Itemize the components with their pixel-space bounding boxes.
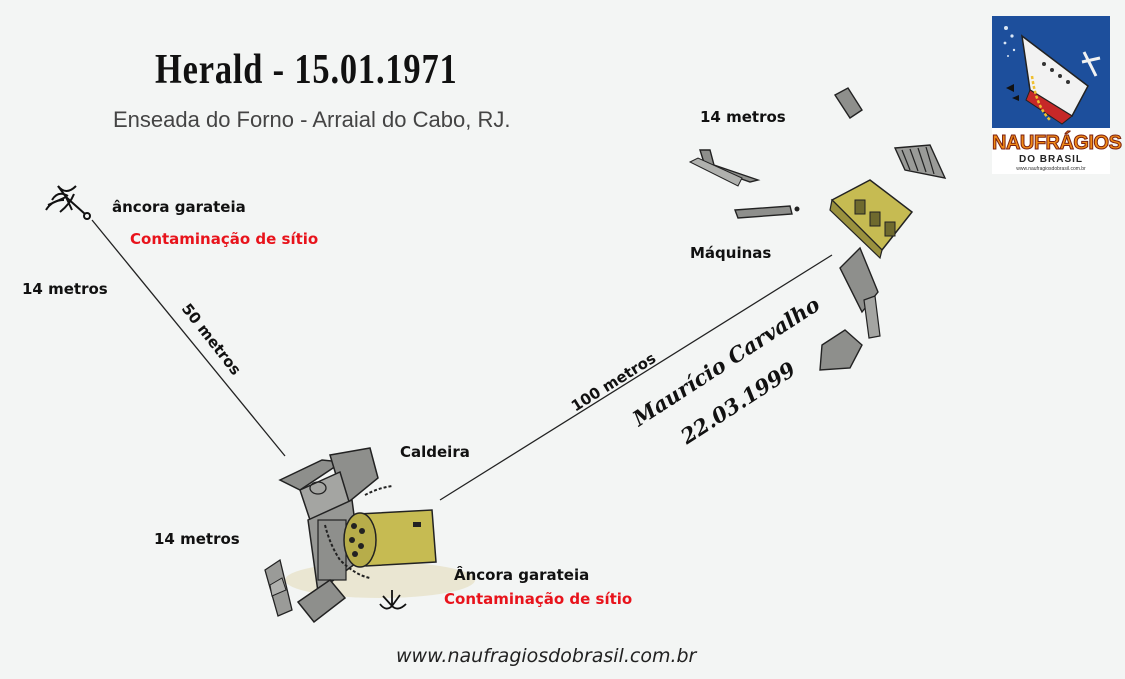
label-anchor-bottom: Âncora garateia <box>454 566 590 584</box>
label-depth-top-right: 14 metros <box>700 108 786 126</box>
website-url: www.naufragiosdobrasil.com.br <box>396 645 697 667</box>
label-anchor-top: âncora garateia <box>112 198 246 216</box>
label-depth-bottom: 14 metros <box>154 530 240 548</box>
page-title: Herald - 15.01.1971 <box>155 47 458 93</box>
logo-subtitle: DO BRASIL <box>1019 154 1083 165</box>
machines-wreckage <box>688 87 947 371</box>
grapnel-anchor-top-icon <box>45 185 91 220</box>
logo-ship-illustration <box>992 16 1110 128</box>
label-depth-left: 14 metros <box>22 280 108 298</box>
label-machines: Máquinas <box>690 244 772 262</box>
line-boiler-to-machines <box>439 254 833 501</box>
label-contamination-bottom: Contaminação de sítio <box>444 590 633 608</box>
logo-wordmark: NAUFRÁGIOS <box>992 132 1123 155</box>
line-anchor-to-boiler <box>91 219 286 457</box>
grapnel-anchor-bottom-icon <box>379 590 407 610</box>
logo-url: www.naufragiosdobrasil.com.br <box>1016 166 1086 172</box>
boiler-wreckage <box>264 447 475 624</box>
naufragios-logo: NAUFRÁGIOS DO BRASIL www.naufragiosdobra… <box>992 16 1123 174</box>
label-contamination-top: Contaminação de sítio <box>130 230 319 248</box>
page-subtitle: Enseada do Forno - Arraial do Cabo, RJ. <box>113 107 511 132</box>
label-boiler: Caldeira <box>400 443 470 461</box>
